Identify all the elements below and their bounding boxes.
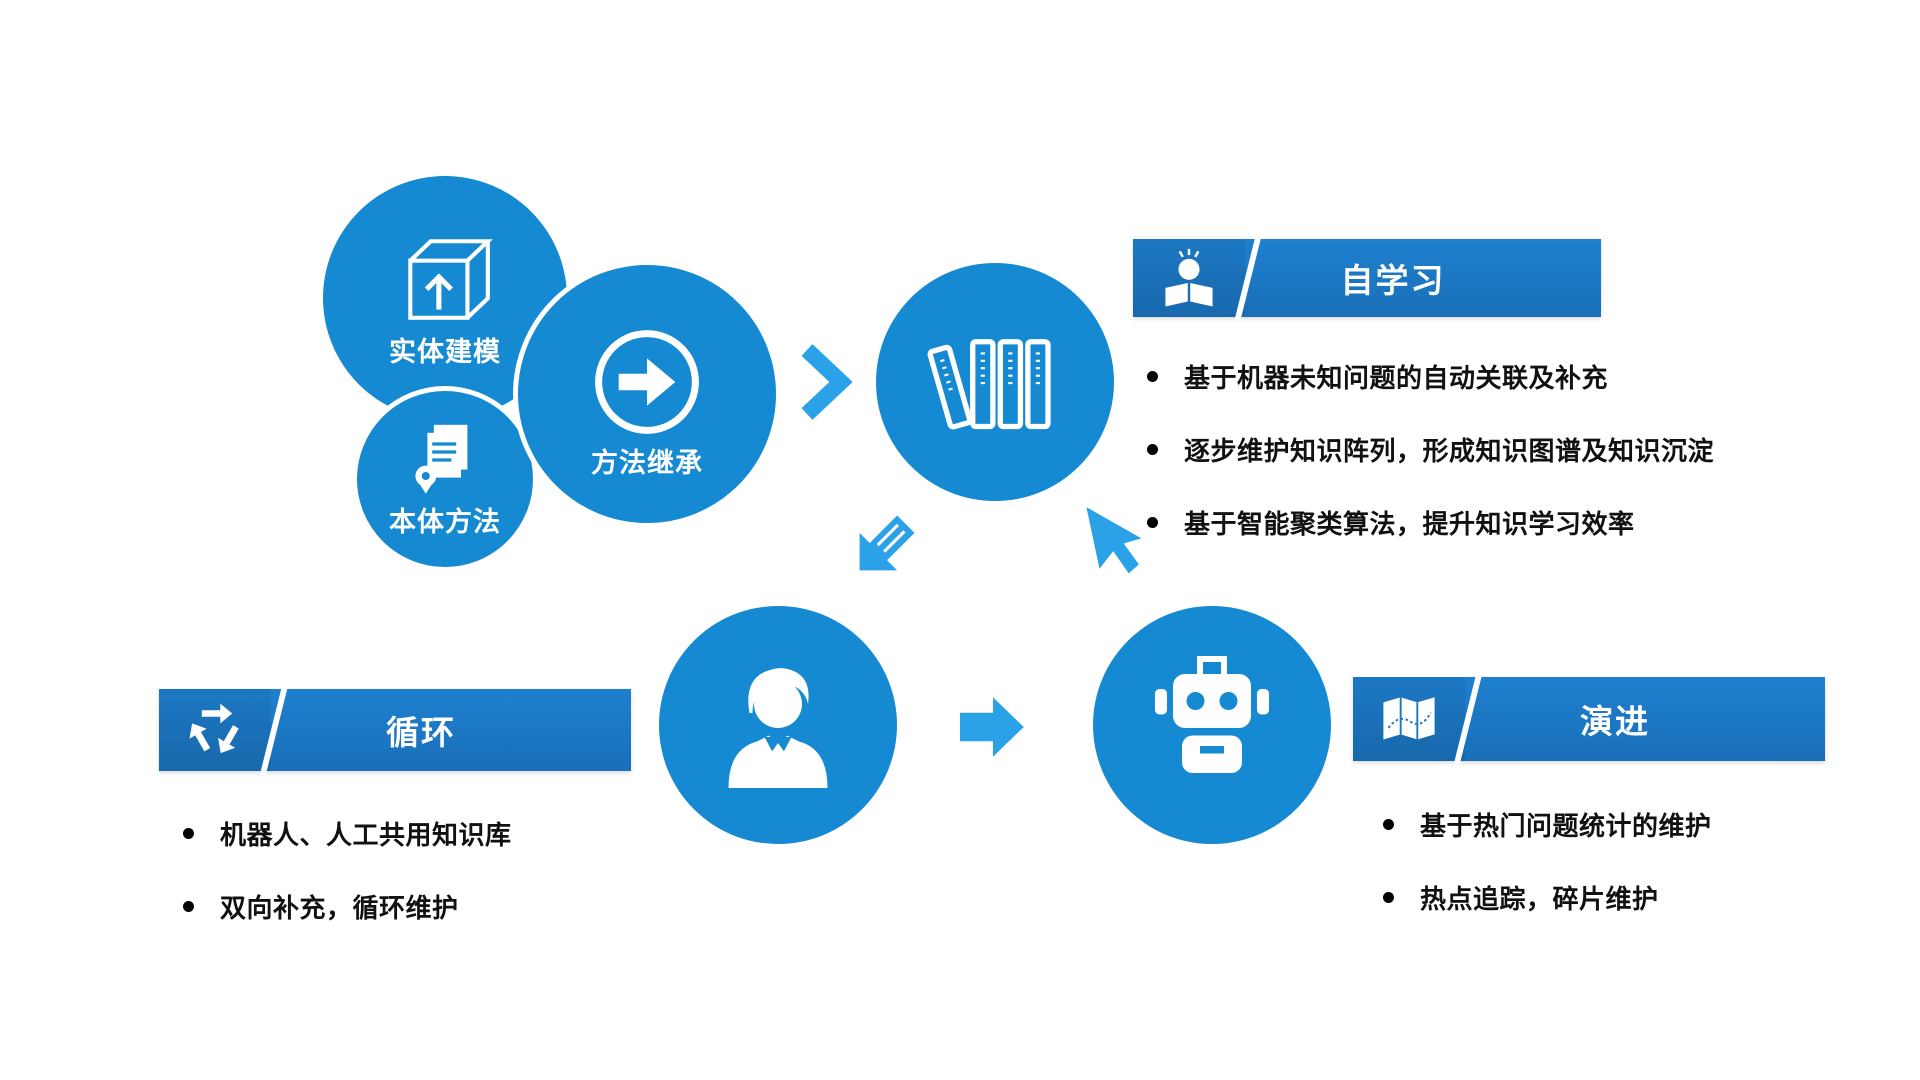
bullet-text: 基于智能聚类算法，提升知识学习效率 <box>1184 509 1635 539</box>
businessman-icon <box>728 668 828 788</box>
method-inherit-label: 方法继承 <box>591 447 703 478</box>
self-learning-banner-icon-box <box>1133 239 1245 317</box>
cycle-banner: 循环 <box>159 686 631 774</box>
self-learning-banner: 自学习 <box>1133 236 1601 320</box>
bullet-text: 基于机器未知问题的自动关联及补充 <box>1184 363 1609 393</box>
knowledge-base-circle <box>876 263 1114 501</box>
bullet-dot <box>1147 371 1158 382</box>
bullet-item: 基于智能聚类算法，提升知识学习效率 <box>1147 504 1714 541</box>
bullet-item: 基于热门问题统计的维护 <box>1383 806 1712 843</box>
bullet-item: 双向补充，循环维护 <box>183 888 512 925</box>
bullet-dot <box>1383 892 1394 903</box>
cycle-bullets: 机器人、人工共用知识库 双向补充，循环维护 <box>183 815 512 925</box>
entity-modeling-circle: 实体建模 <box>323 176 567 420</box>
bullet-text: 双向补充，循环维护 <box>220 893 459 923</box>
bullet-item: 机器人、人工共用知识库 <box>183 815 512 852</box>
ontology-method-circle: 本体方法 <box>352 386 538 572</box>
bullet-item: 热点追踪，碎片维护 <box>1383 879 1712 916</box>
ontology-method-label: 本体方法 <box>389 506 501 537</box>
bullet-text: 机器人、人工共用知识库 <box>220 820 512 850</box>
robot-circle <box>1093 606 1331 844</box>
entity-modeling-label: 实体建模 <box>389 336 501 367</box>
cycle-banner-icon-box <box>159 689 271 771</box>
bullet-text: 基于热门问题统计的维护 <box>1420 811 1712 841</box>
method-inherit-circle: 方法继承 <box>513 260 781 528</box>
arrow-circle-icon <box>595 329 699 434</box>
cursor-up-left-icon <box>1086 507 1142 574</box>
cycle-title: 循环 <box>386 714 456 751</box>
books-icon <box>927 339 1051 430</box>
reader-book-icon <box>1165 248 1213 307</box>
bullet-dot <box>183 901 194 912</box>
human-circle <box>659 606 897 844</box>
arrow-right-icon <box>960 697 1024 757</box>
map-icon <box>1383 697 1435 740</box>
bullet-dot <box>1147 517 1158 528</box>
bullet-item: 逐步维护知识阵列，形成知识图谱及知识沉淀 <box>1147 431 1714 468</box>
evolution-bullets: 基于热门问题统计的维护 热点追踪，碎片维护 <box>1383 806 1712 916</box>
bullet-text: 逐步维护知识阵列，形成知识图谱及知识沉淀 <box>1184 436 1715 466</box>
bullet-text: 热点追踪，碎片维护 <box>1420 884 1659 914</box>
self-learning-bullets: 基于机器未知问题的自动关联及补充 逐步维护知识阵列，形成知识图谱及知识沉淀 基于… <box>1147 358 1714 541</box>
cube-icon <box>408 238 493 320</box>
self-learning-title: 自学习 <box>1340 262 1446 299</box>
bullet-dot <box>1147 444 1158 455</box>
robot-icon <box>1155 656 1269 773</box>
bullet-item: 基于机器未知问题的自动关联及补充 <box>1147 358 1714 395</box>
recycle-icon <box>189 703 239 754</box>
evolution-banner: 演进 <box>1353 674 1825 764</box>
arrow-down-left-icon <box>859 515 915 571</box>
bullet-dot <box>1383 819 1394 830</box>
evolution-title: 演进 <box>1580 703 1650 740</box>
document-ribbon-icon <box>415 424 468 494</box>
chevron-right-icon <box>801 344 853 420</box>
evolution-banner-icon-box <box>1353 677 1465 761</box>
bullet-dot <box>183 828 194 839</box>
